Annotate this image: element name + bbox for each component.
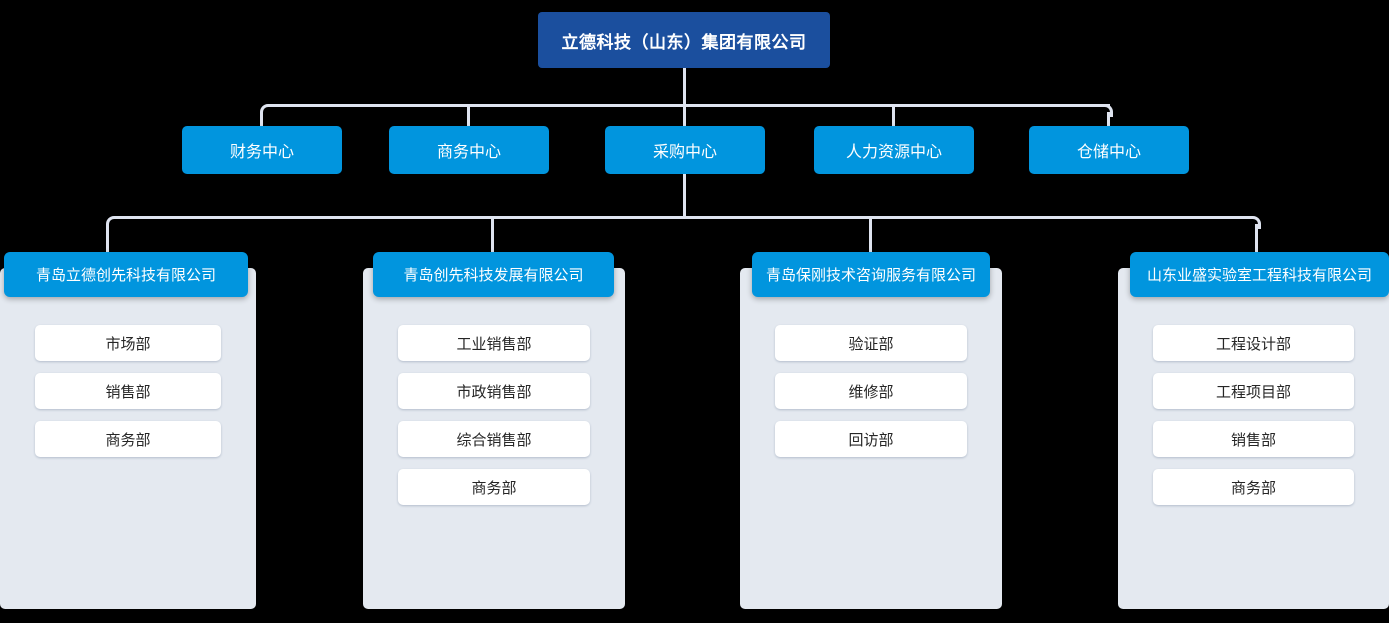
- connector-drop-subsidiary-1: [106, 224, 109, 258]
- connector-drop-subsidiary-3: [869, 216, 872, 258]
- subsidiary-header-1[interactable]: 青岛立德创先科技有限公司: [4, 252, 248, 297]
- connector-drop-subsidiary-2: [491, 216, 494, 258]
- department-list-2: 工业销售部 市政销售部 综合销售部 商务部: [363, 325, 625, 517]
- root-node-group-company[interactable]: 立德科技（山东）集团有限公司: [538, 12, 830, 68]
- department-item[interactable]: 验证部: [775, 325, 967, 361]
- department-item[interactable]: 工程设计部: [1153, 325, 1354, 361]
- subsidiary-panel-1: 市场部 销售部 商务部: [0, 268, 256, 609]
- connector-corner-warehouse: [1100, 104, 1113, 117]
- subsidiary-header-3[interactable]: 青岛保刚技术咨询服务有限公司: [752, 252, 990, 297]
- department-item[interactable]: 回访部: [775, 421, 967, 457]
- department-item[interactable]: 市场部: [35, 325, 221, 361]
- connector-drop-business: [467, 104, 470, 128]
- connector-purchasing-stem: [683, 174, 686, 219]
- department-item[interactable]: 工业销售部: [398, 325, 590, 361]
- department-item[interactable]: 维修部: [775, 373, 967, 409]
- department-item[interactable]: 销售部: [35, 373, 221, 409]
- center-node-human-resources[interactable]: 人力资源中心: [814, 126, 974, 174]
- subsidiary-panel-3: 验证部 维修部 回访部: [740, 268, 1002, 609]
- department-list-1: 市场部 销售部 商务部: [0, 325, 256, 469]
- department-item[interactable]: 销售部: [1153, 421, 1354, 457]
- connector-drop-purchase: [683, 104, 686, 128]
- connector-bus-level3: [114, 216, 1250, 219]
- department-list-3: 验证部 维修部 回访部: [740, 325, 1002, 469]
- connector-drop-subsidiary-4: [1255, 224, 1258, 258]
- connector-corner-subsidiary-4: [1248, 216, 1261, 229]
- subsidiary-panel-4: 工程设计部 工程项目部 销售部 商务部: [1118, 268, 1389, 609]
- department-list-4: 工程设计部 工程项目部 销售部 商务部: [1118, 325, 1389, 517]
- connector-drop-hr: [892, 104, 895, 128]
- subsidiary-panel-2: 工业销售部 市政销售部 综合销售部 商务部: [363, 268, 625, 609]
- center-node-warehousing[interactable]: 仓储中心: [1029, 126, 1189, 174]
- subsidiary-header-2[interactable]: 青岛创先科技发展有限公司: [373, 252, 614, 297]
- connector-root-stem: [683, 68, 686, 107]
- connector-bus-level2-left: [268, 104, 1110, 107]
- connector-corner-subsidiary-1: [106, 216, 119, 229]
- subsidiary-header-4[interactable]: 山东业盛实验室工程科技有限公司: [1130, 252, 1389, 297]
- department-item[interactable]: 工程项目部: [1153, 373, 1354, 409]
- department-item[interactable]: 市政销售部: [398, 373, 590, 409]
- connector-drop-warehouse: [1107, 112, 1110, 128]
- department-item[interactable]: 综合销售部: [398, 421, 590, 457]
- center-node-purchasing[interactable]: 采购中心: [605, 126, 765, 174]
- department-item[interactable]: 商务部: [398, 469, 590, 505]
- center-node-business[interactable]: 商务中心: [389, 126, 549, 174]
- connector-drop-finance: [260, 112, 263, 128]
- department-item[interactable]: 商务部: [35, 421, 221, 457]
- department-item[interactable]: 商务部: [1153, 469, 1354, 505]
- center-node-finance[interactable]: 财务中心: [182, 126, 342, 174]
- connector-corner-finance: [260, 104, 273, 117]
